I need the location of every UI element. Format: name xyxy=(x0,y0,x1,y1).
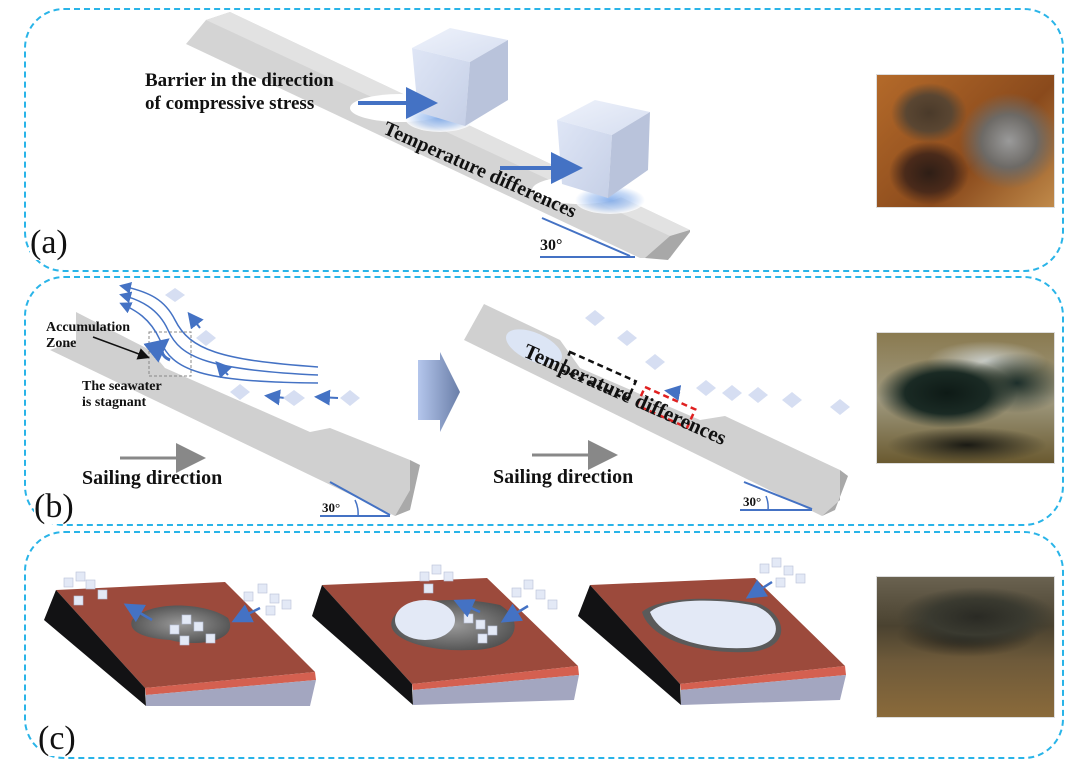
ice-cube xyxy=(340,390,360,406)
plate-a-end-face xyxy=(645,230,690,260)
ice-cube xyxy=(283,390,305,406)
panel-label-a: (a) xyxy=(30,224,68,261)
sailing-direction-label-left: Sailing direction xyxy=(82,467,222,489)
panel-c-frame xyxy=(24,531,1064,759)
black-dashed-box xyxy=(560,350,638,402)
panel-c-stage-2 xyxy=(312,564,579,705)
angle-label-b-right: 30° xyxy=(743,494,761,509)
photo-sample-c xyxy=(876,576,1055,718)
panel-b-left-scene: Accumulation Zone The seawater is stagna… xyxy=(46,282,420,517)
temperature-label-b: Temperature differences xyxy=(520,339,730,450)
seawater-label-line1: The seawater xyxy=(82,379,162,394)
barrier-label-line2: of compressive stress xyxy=(145,93,314,114)
ice-cube xyxy=(412,28,508,126)
accumulation-label-line2: Zone xyxy=(46,336,76,351)
accumulation-label-line1: Accumulation xyxy=(46,320,130,335)
photo-sample-b xyxy=(876,332,1055,464)
panel-label-b: (b) xyxy=(34,488,74,525)
plate-b-left xyxy=(50,312,410,516)
panel-a-scene: Barrier in the direction of compressive … xyxy=(145,12,690,260)
sailing-direction-label-right: Sailing direction xyxy=(493,466,633,488)
ice-cube xyxy=(196,330,216,346)
transition-arrow-icon xyxy=(418,352,460,432)
panel-b-frame xyxy=(24,276,1064,526)
ice-accumulation xyxy=(506,329,562,365)
seawater-label-line2: is stagnant xyxy=(82,395,147,410)
panel-label-c: (c) xyxy=(38,720,76,757)
ice-cube xyxy=(165,288,185,302)
panel-a-frame xyxy=(24,8,1064,272)
panel-c-stage-3 xyxy=(578,557,846,705)
angle-label-b-left: 30° xyxy=(322,500,340,515)
ice-cube xyxy=(557,100,650,198)
barrier-label-line1: Barrier in the direction xyxy=(145,70,334,91)
photo-sample-a xyxy=(876,74,1055,208)
panel-b-right-scene: Temperature differences Sailing directio… xyxy=(464,304,850,516)
angle-label-a: 30° xyxy=(540,237,562,254)
ice-cube xyxy=(230,384,250,400)
panel-c-stage-1 xyxy=(44,571,316,706)
